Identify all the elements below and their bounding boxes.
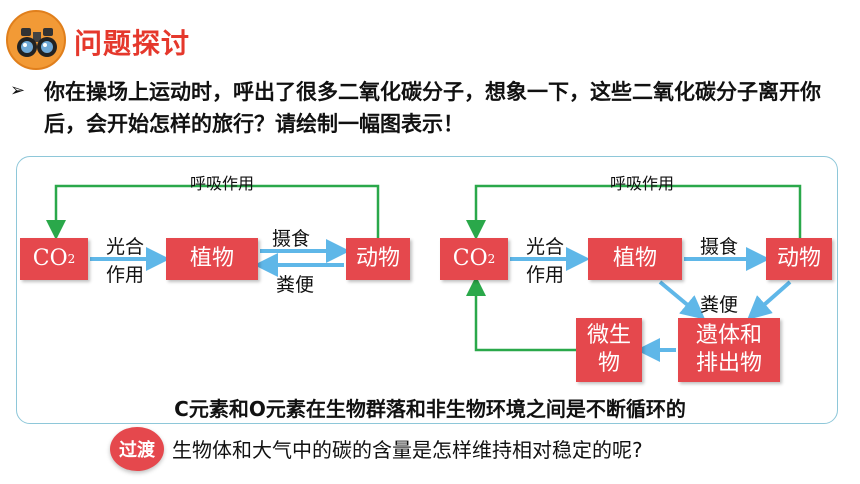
right-photo-label-2: 作用 (526, 264, 565, 286)
left-photo-label-2: 作用 (106, 264, 145, 286)
right-remains-box: 遗体和 排出物 (678, 318, 780, 382)
conclusion-text: C元素和O元素在生物群落和非生物环境之间是不断循环的 (174, 397, 686, 421)
right-plant-box: 植物 (588, 238, 682, 280)
left-feces-label: 粪便 (276, 274, 315, 296)
left-respiration-line (46, 184, 380, 240)
binoculars-icon (6, 10, 66, 70)
left-resp-label: 呼吸作用 (190, 174, 255, 193)
transition-badge: 过渡 (110, 427, 164, 471)
right-animal-box: 动物 (766, 238, 832, 280)
right-feces-label: 粪便 (700, 294, 739, 316)
right-photo-label-1: 光合 (526, 236, 565, 258)
page-title: 问题探讨 (74, 27, 191, 60)
left-photo-label-1: 光合 (106, 236, 145, 258)
right-resp-label: 呼吸作用 (610, 174, 675, 193)
question-text: 你在操场上运动时，呼出了很多二氧化碳分子，想象一下，这些二氧化碳分子离开你后，会… (44, 80, 821, 136)
right-return-line (466, 276, 576, 352)
header: 问题探讨 (6, 8, 206, 72)
right-respiration-line (466, 184, 802, 240)
bullet-marker: ➢ (10, 80, 26, 101)
left-animal-box: 动物 (346, 238, 410, 280)
left-plant-box: 植物 (166, 238, 258, 280)
right-eat-label: 摄食 (700, 236, 739, 258)
transition-text: 生物体和大气中的碳的含量是怎样维持相对稳定的呢? (172, 438, 643, 462)
right-animal-remains-arrow (747, 280, 792, 320)
left-eat-label: 摄食 (272, 228, 311, 250)
right-microbe-box: 微生 物 (576, 318, 642, 382)
right-plant-remains-arrow (658, 280, 706, 320)
